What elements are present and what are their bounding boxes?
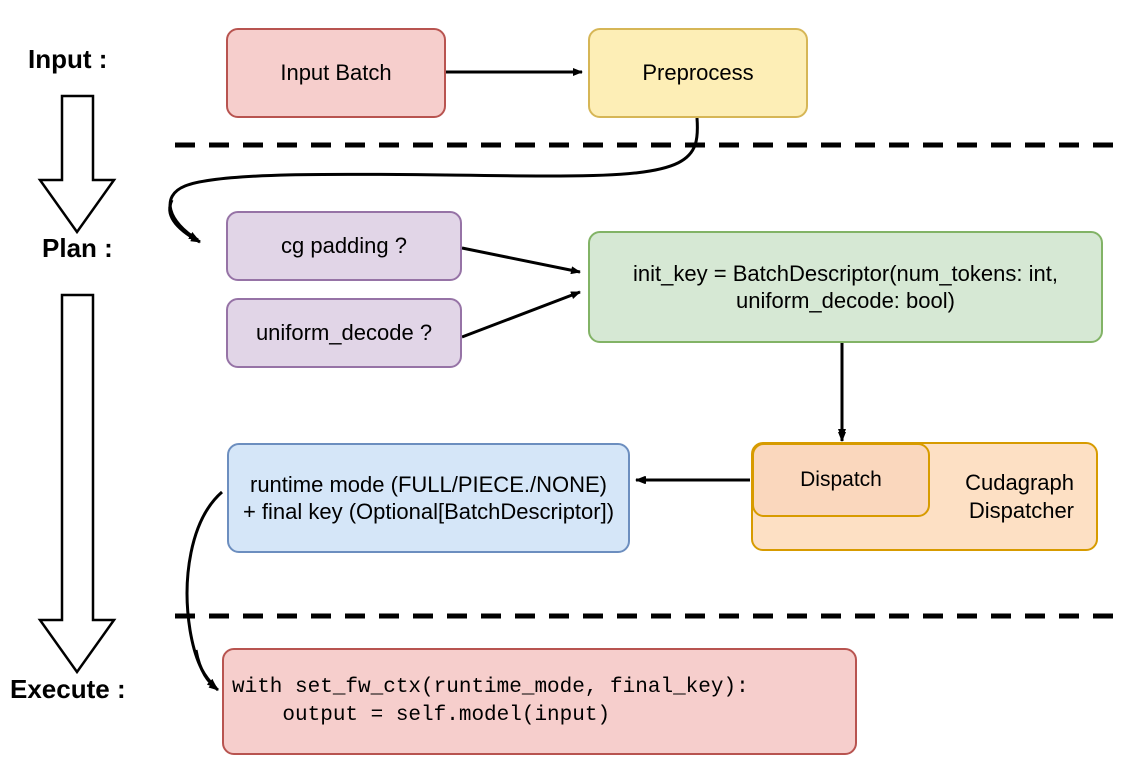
node-cg-padding-label: cg padding ?: [281, 233, 407, 259]
node-input-batch-label: Input Batch: [280, 60, 392, 86]
node-init-key-line1: init_key = BatchDescriptor(num_tokens: i…: [633, 260, 1058, 286]
node-init-key[interactable]: init_key = BatchDescriptor(num_tokens: i…: [588, 231, 1103, 343]
preprocess-to-cg-padding-arrowhead: [168, 199, 201, 244]
node-runtime-mode[interactable]: runtime mode (FULL/PIECE./NONE) + final …: [227, 443, 630, 553]
node-preprocess[interactable]: Preprocess: [588, 28, 808, 118]
node-runtime-mode-line2: + final key (Optional[BatchDescriptor]): [242, 499, 615, 524]
node-dispatch-label: Dispatch: [800, 467, 882, 491]
node-uniform-decode[interactable]: uniform_decode ?: [226, 298, 462, 368]
node-input-batch[interactable]: Input Batch: [226, 28, 446, 118]
uniform-decode-to-init-key-arrow: [461, 290, 581, 339]
node-exec-code[interactable]: with set_fw_ctx(runtime_mode, final_key)…: [222, 648, 857, 755]
runtime-mode-to-exec-code-arrowhead: [194, 649, 219, 692]
node-cudagraph-dispatcher-line1: Cudagraph: [965, 470, 1074, 495]
input-to-plan-block-arrow: [37, 94, 117, 235]
node-uniform-decode-label: uniform_decode ?: [255, 320, 433, 346]
stage-label-execute: Execute :: [10, 674, 126, 704]
node-preprocess-label: Preprocess: [642, 60, 754, 86]
node-init-key-line2: uniform_decode: bool): [736, 288, 955, 313]
node-runtime-mode-line1: runtime mode (FULL/PIECE./NONE): [250, 471, 607, 497]
node-cg-padding[interactable]: cg padding ?: [226, 211, 462, 281]
node-dispatch[interactable]: Dispatch: [752, 443, 930, 517]
node-cudagraph-dispatcher-line2: Dispatcher: [968, 497, 1074, 523]
runtime-mode-to-exec-code-arrow: [185, 490, 223, 690]
cg-padding-to-init-key-arrow: [461, 246, 581, 275]
stage-label-plan: Plan :: [42, 233, 113, 263]
stage-label-input: Input :: [28, 44, 108, 74]
node-exec-code-line1: with set_fw_ctx(runtime_mode, final_key)…: [232, 676, 749, 700]
plan-to-execute-block-arrow: [37, 293, 117, 675]
node-exec-code-line2: output = self.model(input): [232, 703, 611, 727]
